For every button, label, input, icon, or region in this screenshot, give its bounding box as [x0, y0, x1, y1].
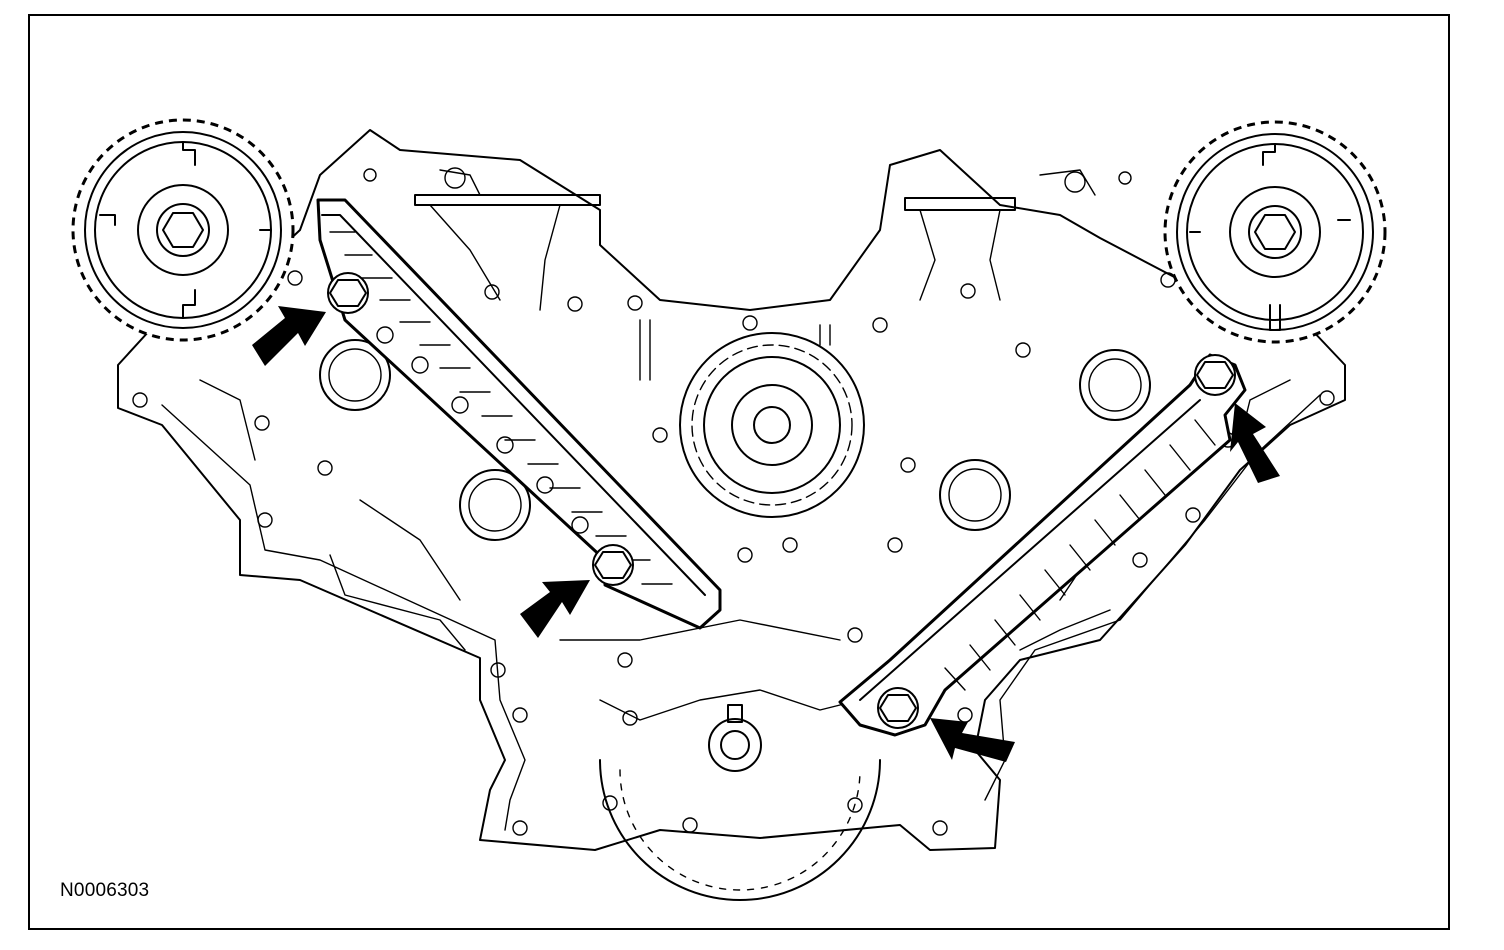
right-camshaft-sprocket: [1163, 120, 1387, 344]
bolt-left-upper: [327, 272, 369, 314]
callout-arrows: [252, 306, 1280, 762]
bolt-left-lower: [592, 544, 634, 586]
arrow-left-upper: [252, 306, 326, 366]
arrow-right-upper: [1230, 403, 1280, 483]
cylinder-bores: [319, 339, 1151, 541]
left-camshaft-sprocket: [71, 118, 295, 342]
crankshaft-pulley-boss: [679, 332, 865, 518]
crankshaft-sprocket: [599, 704, 881, 901]
bolt-right-lower: [877, 687, 919, 729]
diagram-frame: [28, 14, 1450, 930]
right-head-bracket: [904, 169, 1132, 301]
arrow-right-lower: [930, 718, 1015, 762]
guide-bolts: [327, 272, 1236, 729]
figure-id-label: N0006303: [60, 880, 150, 901]
arrow-left-lower: [520, 580, 590, 638]
left-timing-chain-guide: [316, 198, 722, 630]
bolt-right-upper: [1194, 354, 1236, 396]
right-timing-chain-guide: [838, 353, 1247, 737]
left-head-bracket: [363, 167, 601, 311]
